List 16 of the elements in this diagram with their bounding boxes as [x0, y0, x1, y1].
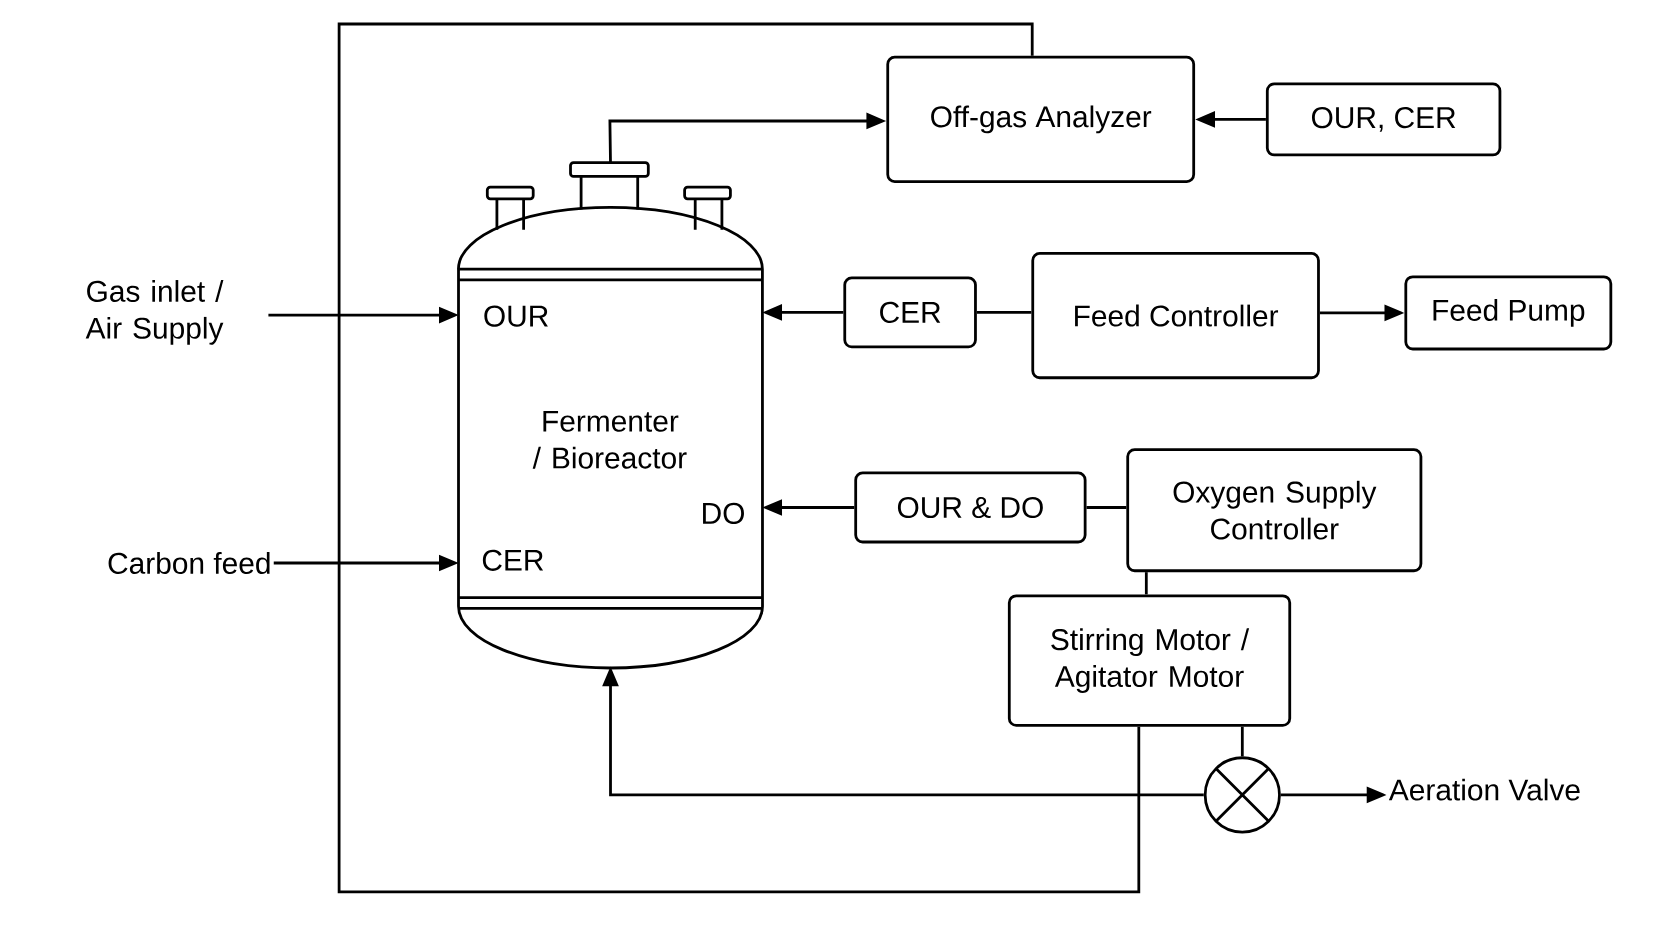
signal-box: OUR & DO	[854, 471, 1087, 544]
controller-box: Feed Controller	[1031, 252, 1320, 380]
valve-symbol	[1203, 756, 1281, 834]
connector	[1086, 506, 1127, 509]
signal-box: OUR, CER	[1265, 82, 1502, 157]
analyzer-box: Off-gas Analyzer	[886, 55, 1196, 183]
pump-box: Feed Pump	[1404, 275, 1613, 351]
connector	[1240, 726, 1244, 757]
valve-label: Aeration Valve	[1388, 778, 1580, 801]
signal-box: CER	[843, 276, 977, 349]
inlet-label: Gas inlet / Air Supply	[85, 280, 224, 345]
connector	[976, 311, 1032, 314]
controller-box: Oxygen Supply Controller	[1126, 448, 1423, 573]
motor-box: Stirring Motor / Agitator Motor	[1007, 594, 1292, 727]
feed-label: Carbon feed	[108, 552, 270, 574]
connector	[1144, 572, 1148, 595]
